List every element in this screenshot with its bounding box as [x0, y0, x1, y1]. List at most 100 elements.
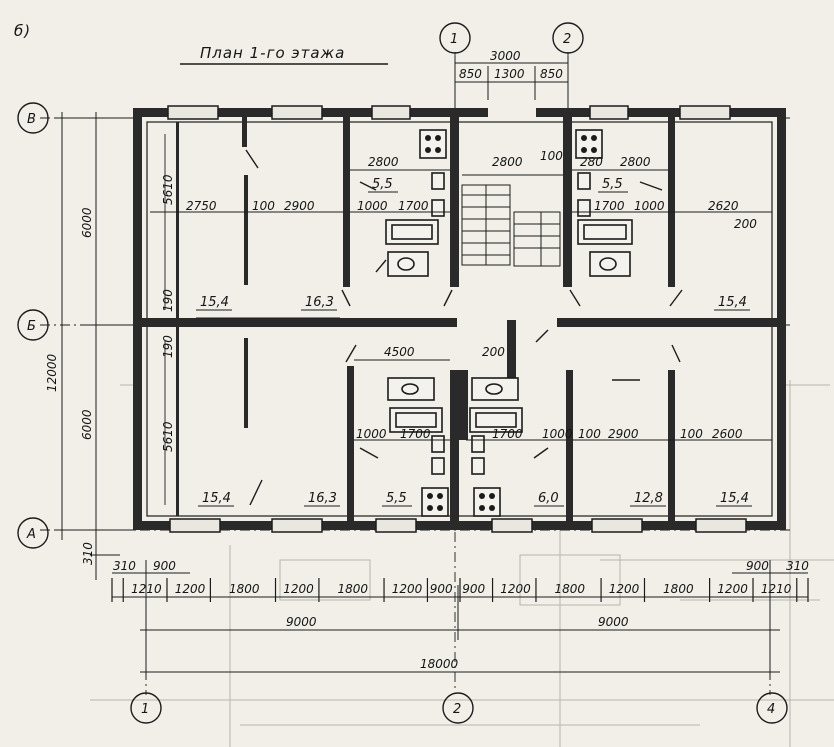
staircase	[461, 184, 561, 267]
top-dimension-chain	[454, 56, 569, 118]
dim-1000-c: 1000	[356, 427, 387, 441]
dim-top-850-right: 850	[540, 67, 563, 81]
axis-bubble-a: А	[17, 517, 49, 549]
area-room-upper-left: 15,4	[200, 295, 229, 310]
dim-2600: 2600	[712, 427, 743, 441]
dim-top-850-left: 850	[459, 67, 482, 81]
dim-bottom-9000-right: 9000	[598, 615, 629, 629]
entrance-gap	[488, 106, 536, 120]
bottom-dimension-ticks	[111, 578, 809, 602]
room-areas: 5,5 5,5 15,4 16,3 15,4 15,4 16,3 5,5 6,0…	[196, 177, 752, 507]
axis-label-a: А	[26, 527, 36, 542]
dim-2800-a: 2800	[368, 155, 399, 169]
dim-bottom-segment: 1800	[555, 582, 586, 596]
dim-left-12000: 12000	[45, 353, 59, 392]
dim-280: 280	[580, 155, 603, 169]
door-swings	[245, 149, 683, 506]
stove-upper-right	[575, 129, 603, 159]
area-room-lower-right: 15,4	[720, 491, 749, 506]
dim-bottom-segment: 1800	[663, 582, 694, 596]
axis-bubble-bottom-2: 2	[442, 692, 474, 724]
area-room-lower-right-mid: 12,8	[634, 491, 663, 506]
stove-lower-left	[421, 487, 449, 517]
dim-4500: 4500	[384, 345, 415, 359]
dim-bottom-segment: 1200	[609, 582, 640, 596]
area-kitchen-lower-right: 6,0	[538, 491, 559, 506]
dim-left-310: 310	[81, 542, 95, 565]
figure-label: б)	[14, 22, 31, 40]
dim-2800-c: 2800	[620, 155, 651, 169]
stove-upper-left	[419, 129, 447, 159]
area-bath-upper-right: 5,5	[602, 177, 623, 192]
dim-1000-d: 1000	[542, 427, 573, 441]
dim-bottom-segment: 1200	[717, 582, 748, 596]
axis-bubble-bottom-1: 1	[130, 692, 162, 724]
axis-bubble-top-1: 1	[439, 22, 471, 54]
axis-label-top-1: 1	[450, 32, 458, 47]
axis-label-v: В	[27, 112, 36, 127]
dim-bottom-segment: 1200	[175, 582, 206, 596]
interior-walls	[142, 117, 777, 521]
axis-label-b: Б	[27, 319, 36, 334]
plan-title: План 1-го этажа	[200, 44, 345, 62]
dim-bottom-segment: 1800	[337, 582, 368, 596]
dim-190-lower: 190	[161, 335, 175, 358]
area-room-lower-left: 15,4	[202, 491, 231, 506]
room-dimensions: 5610 190 190 5610 200 2750 100 2900 2800…	[161, 149, 757, 452]
left-dimension-chain	[56, 112, 135, 580]
dim-1700-d: 1700	[492, 427, 523, 441]
dim-1700-a: 1700	[398, 199, 429, 213]
area-room-upper-right: 15,4	[718, 295, 747, 310]
area-room-lower-mid: 16,3	[308, 491, 337, 506]
axis-label-bottom-4: 4	[767, 702, 775, 717]
axis-bubble-v: В	[17, 102, 49, 134]
dim-bottom-segment: 1210	[761, 582, 792, 596]
bathroom-fixtures	[385, 172, 633, 475]
dim-top-1300: 1300	[494, 67, 525, 81]
area-room-upper-mid: 16,3	[305, 295, 334, 310]
dim-bottom-segment: 900	[430, 582, 453, 596]
axis-label-top-2: 2	[563, 32, 571, 47]
dim-bottom-18000: 18000	[420, 657, 459, 671]
dim-2900-a: 2900	[284, 199, 315, 213]
axis-bubble-bottom-4: 4	[756, 692, 788, 724]
dim-2900-b: 2900	[608, 427, 639, 441]
windows-top	[167, 105, 731, 120]
dim-190-upper: 190	[161, 289, 175, 312]
windows-bottom	[169, 518, 747, 533]
dim-5610-lower: 5610	[161, 421, 175, 452]
dim-bottom-9000-left: 9000	[286, 615, 317, 629]
dim-bottom-900-right: 900	[746, 559, 769, 573]
dim-1700-c: 1700	[400, 427, 431, 441]
dim-2750: 2750	[186, 199, 217, 213]
dim-top-3000: 3000	[490, 49, 521, 63]
dim-bottom-segment: 1800	[229, 582, 260, 596]
axis-bubble-top-2: 2	[552, 22, 584, 54]
interior-dimension-lines	[150, 134, 772, 505]
dim-left-6000-lower: 6000	[80, 409, 94, 440]
dim-bottom-segment: 1210	[131, 582, 162, 596]
dim-bottom-900-left: 900	[153, 559, 176, 573]
dim-bottom-310-left: 310	[113, 559, 136, 573]
area-bath-upper-left: 5,5	[372, 177, 393, 192]
dim-100-b: 100	[578, 427, 601, 441]
axis-label-bottom-1: 1	[141, 702, 149, 717]
stove-lower-right	[473, 487, 501, 517]
dim-1000-a: 1000	[357, 199, 388, 213]
axis-label-bottom-2: 2	[453, 702, 461, 717]
dim-bottom-310-right: 310	[786, 559, 809, 573]
dim-200-right: 200	[734, 217, 757, 231]
dim-bottom-segment: 900	[462, 582, 485, 596]
dim-100-c: 100	[680, 427, 703, 441]
dim-1700-b: 1700	[594, 199, 625, 213]
dim-1000-b: 1000	[634, 199, 665, 213]
axis-bubble-b: Б	[17, 309, 49, 341]
dim-100-stairs: 100	[540, 149, 563, 163]
dim-left-6000-upper: 6000	[80, 207, 94, 238]
dim-bottom-segment: 1200	[283, 582, 314, 596]
dim-100-a: 100	[252, 199, 275, 213]
dim-2800-b: 2800	[492, 155, 523, 169]
dim-bottom-segment: 1200	[500, 582, 531, 596]
bottom-segment-labels: 1210 1200 1800 1200 1800 1200 900 900 1200 1800 12…	[131, 582, 792, 596]
